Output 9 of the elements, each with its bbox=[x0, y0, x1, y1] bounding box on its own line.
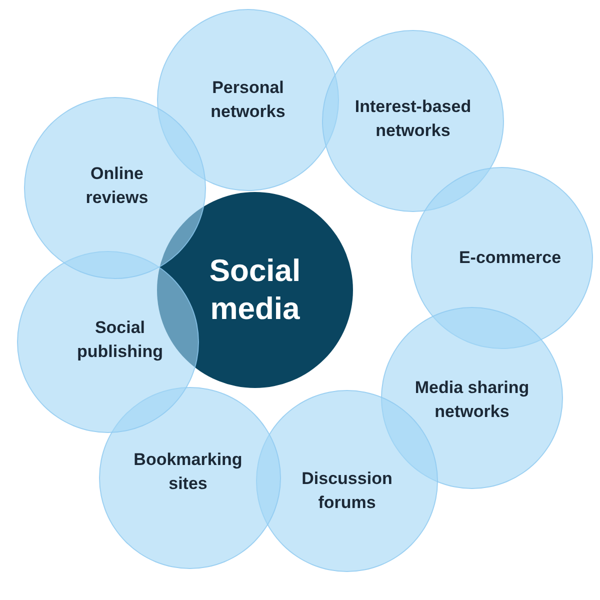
center-label: Social media bbox=[208, 252, 302, 328]
topic-label: Bookmarking sites bbox=[132, 449, 244, 495]
topic-label: Social publishing bbox=[76, 317, 164, 363]
topic-label: Personal networks bbox=[210, 77, 286, 123]
topic-label: Online reviews bbox=[84, 163, 150, 209]
topic-label: Media sharing networks bbox=[414, 377, 530, 423]
topic-label: E-commerce bbox=[458, 247, 562, 269]
topic-label: Interest-based networks bbox=[354, 96, 472, 142]
topic-label: Discussion forums bbox=[300, 468, 394, 514]
